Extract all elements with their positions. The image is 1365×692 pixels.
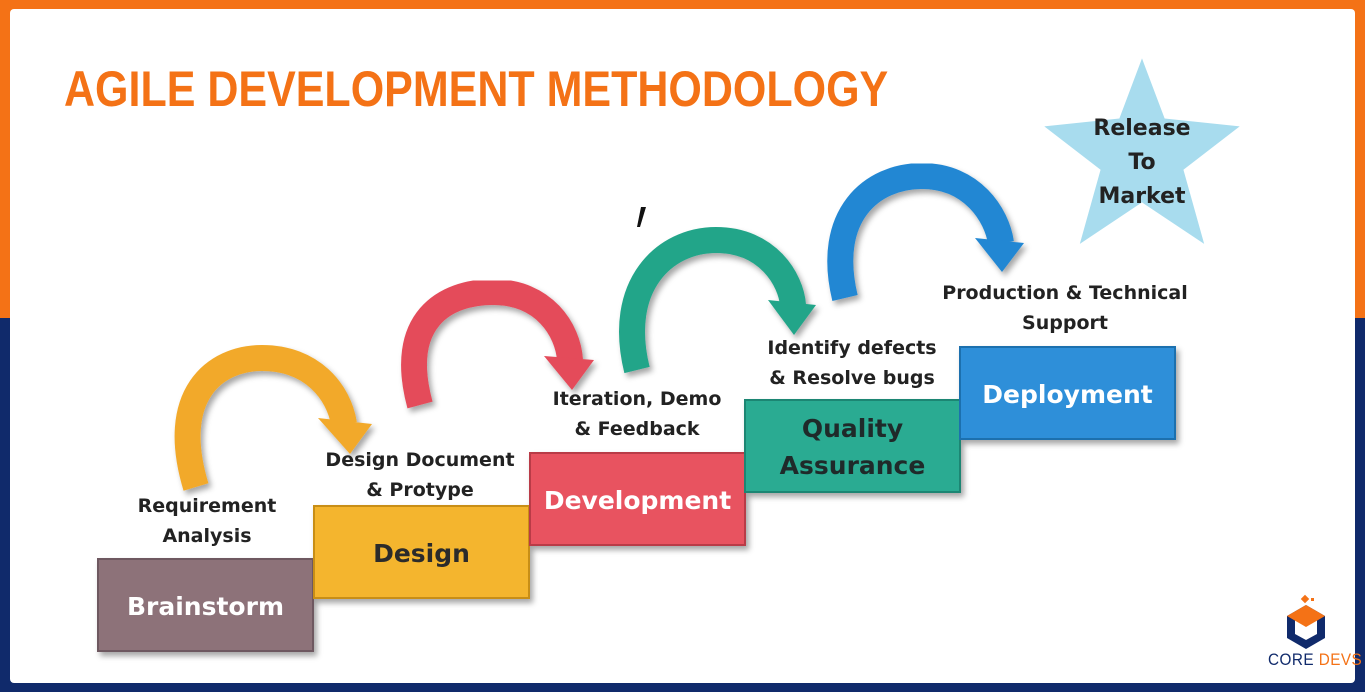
- step-design-label: Design: [373, 539, 470, 568]
- annotation-requirement-analysis: Requirement Analysis: [107, 491, 307, 551]
- release-star-line-2: To: [1128, 150, 1156, 175]
- step-development-label: Development: [543, 486, 732, 515]
- annotation-iteration-demo: Iteration, Demo & Feedback: [527, 384, 747, 444]
- release-star-line-3: Market: [1098, 184, 1186, 209]
- annotation-1-line-1: Requirement: [137, 495, 277, 517]
- annotation-3-line-1: Iteration, Demo: [552, 388, 722, 410]
- logo-word-devs: DEVS: [1318, 650, 1363, 669]
- step-deployment-label: Deployment: [982, 380, 1153, 409]
- arrow-4-icon: [827, 162, 1024, 302]
- step-design-box: [313, 505, 530, 599]
- annotation-2-line-1: Design Document: [325, 449, 515, 471]
- core-devs-logo-text: CORE DEVS: [1268, 650, 1362, 670]
- step-brainstorm-label: Brainstorm: [126, 592, 284, 621]
- stray-mark: [637, 207, 646, 227]
- arrow-2-icon: [401, 278, 594, 409]
- annotation-5-line-2: Support: [1022, 312, 1108, 334]
- release-star-shape: [1041, 55, 1243, 247]
- annotation-design-document: Design Document & Protype: [310, 445, 530, 505]
- release-star-line-1: Release: [1093, 116, 1191, 141]
- step-development-box: [529, 452, 746, 546]
- annotation-1-line-2: Analysis: [162, 525, 252, 547]
- step-deployment-box: [959, 346, 1176, 440]
- annotation-5-line-1: Production & Technical: [942, 282, 1188, 304]
- step-quality-line-1: Quality: [801, 414, 904, 443]
- arrow-1-icon: [174, 344, 372, 491]
- page-title: AGILE DEVELOPMENT METHODOLOGY: [64, 61, 889, 117]
- step-quality-box: [744, 399, 961, 493]
- arrow-3-icon: [619, 226, 816, 374]
- step-brainstorm-box: [97, 558, 314, 652]
- step-quality-assurance-label: Quality Assurance: [745, 410, 960, 484]
- annotation-production-support: Production & Technical Support: [935, 278, 1195, 338]
- annotation-3-line-2: & Feedback: [574, 418, 700, 440]
- step-quality-line-2: Assurance: [779, 451, 926, 480]
- release-star-label: Release To Market: [1072, 112, 1212, 214]
- annotation-4-line-2: & Resolve bugs: [769, 367, 935, 389]
- core-devs-logo-icon: [1287, 594, 1325, 649]
- annotation-identify-defects: Identify defects & Resolve bugs: [742, 333, 962, 393]
- annotation-2-line-2: & Protype: [366, 479, 474, 501]
- annotation-4-line-1: Identify defects: [767, 337, 937, 359]
- logo-word-core: CORE: [1268, 650, 1315, 669]
